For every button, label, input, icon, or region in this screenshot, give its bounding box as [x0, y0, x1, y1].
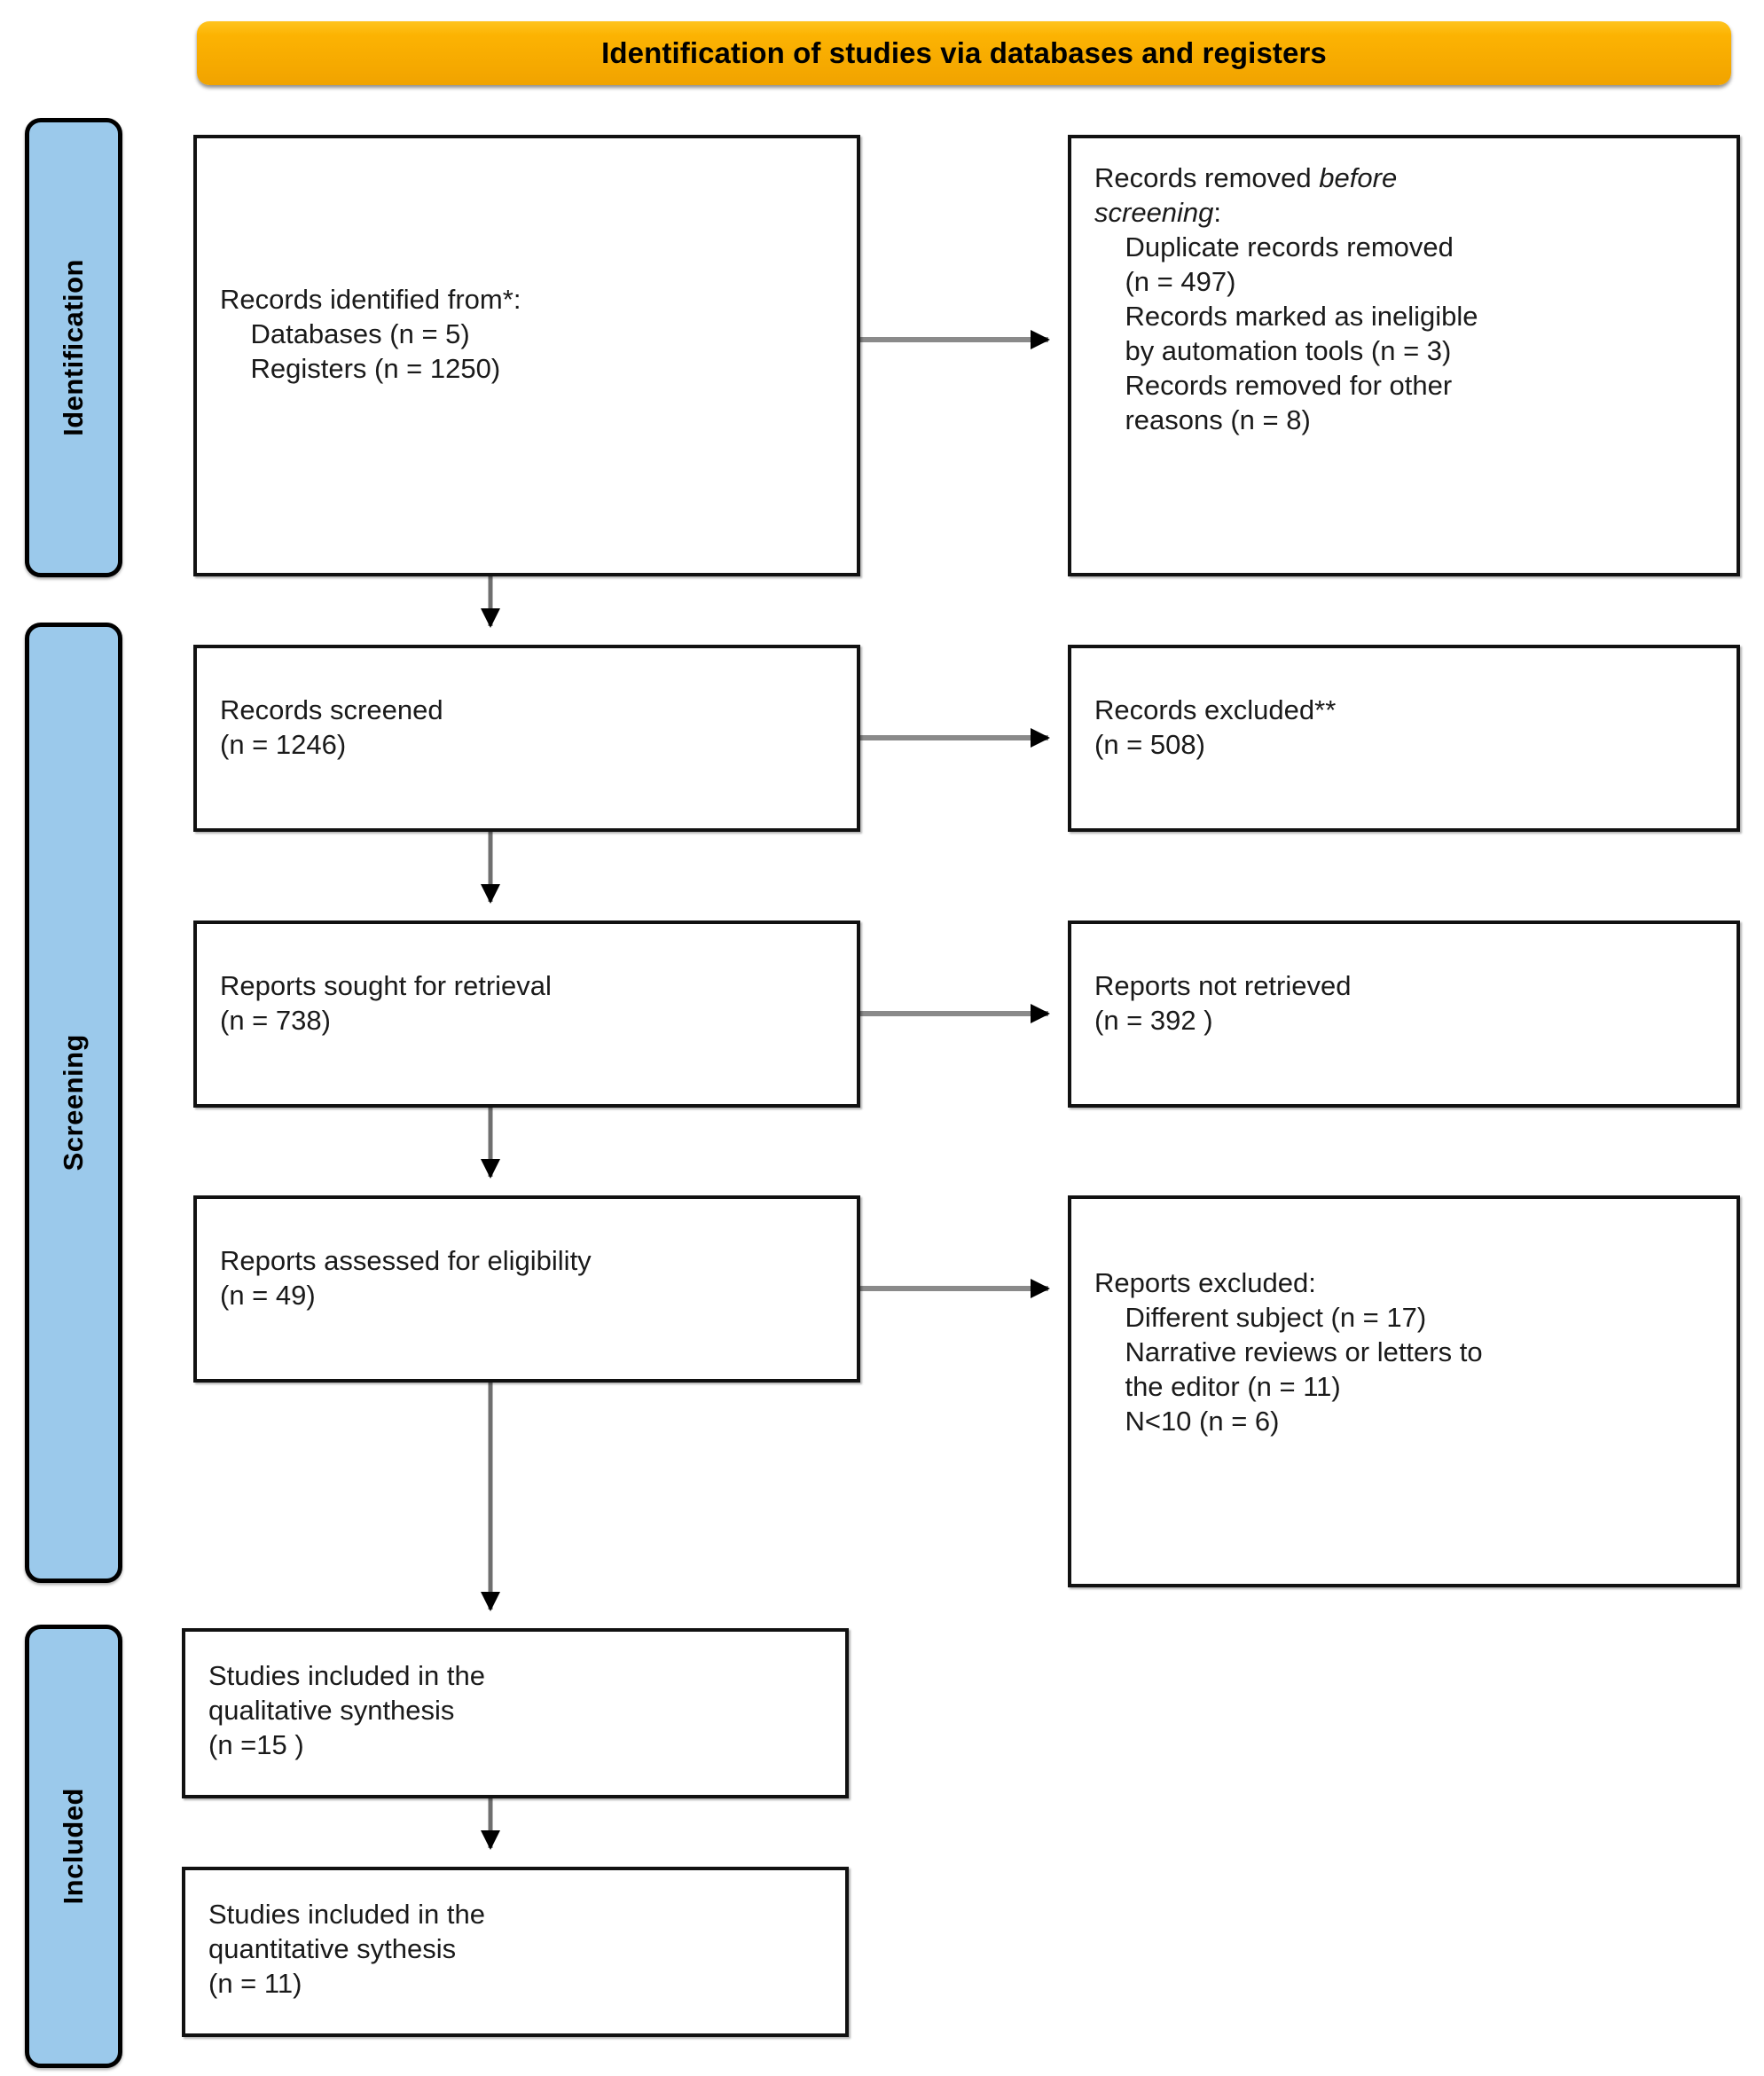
records-excluded-line2: (n = 508)	[1094, 729, 1205, 761]
reports-assessed-line1: Reports assessed for eligibility	[220, 1245, 592, 1276]
records-removed-line7: Records removed for other	[1094, 370, 1453, 402]
node-reports-sought-text: Reports sought for retrieval (n = 738)	[220, 968, 843, 1038]
records-removed-line1a: Records removed	[1094, 162, 1320, 193]
node-studies-qualitative: Studies included in the qualitative synth…	[182, 1628, 849, 1798]
node-records-removed-text: Records removed before screening: Duplica…	[1094, 161, 1722, 437]
stage-label-identification-text: Identification	[58, 259, 89, 436]
diagram-header-banner: Identification of studies via databases …	[197, 21, 1731, 85]
reports-sought-line1: Reports sought for retrieval	[220, 970, 552, 1001]
node-records-identified: Records identified from*: Databases (n =…	[193, 135, 860, 576]
node-records-excluded-text: Records excluded** (n = 508)	[1094, 693, 1722, 762]
quantitative-line1: Studies included in the	[208, 1899, 485, 1930]
stage-label-included-text: Included	[58, 1788, 89, 1905]
records-screened-line1: Records screened	[220, 694, 443, 725]
records-removed-line3: Duplicate records removed	[1094, 231, 1454, 263]
records-identified-line2: Databases (n = 5)	[220, 318, 470, 350]
stage-label-identification: Identification	[25, 118, 122, 577]
node-reports-sought: Reports sought for retrieval (n = 738)	[193, 920, 860, 1108]
quantitative-line2: quantitative sythesis	[208, 1933, 457, 1965]
node-records-removed: Records removed before screening: Duplica…	[1068, 135, 1740, 576]
quantitative-line3: (n = 11)	[208, 1968, 302, 2000]
reports-excluded-line5: N<10 (n = 6)	[1094, 1406, 1280, 1438]
stage-label-screening-text: Screening	[58, 1034, 89, 1171]
qualitative-line2: qualitative synthesis	[208, 1695, 455, 1727]
node-reports-excluded-text: Reports excluded: Different subject (n =…	[1094, 1265, 1722, 1438]
records-removed-line4: (n = 497)	[1094, 266, 1236, 298]
records-removed-line6: by automation tools (n = 3)	[1094, 335, 1452, 367]
records-screened-line2: (n = 1246)	[220, 729, 347, 761]
page-title: Identification of studies via databases …	[601, 36, 1327, 69]
reports-excluded-line3: Narrative reviews or letters to	[1094, 1336, 1483, 1368]
reports-excluded-line2: Different subject (n = 17)	[1094, 1302, 1427, 1334]
records-removed-line1b: before	[1319, 162, 1398, 193]
stage-label-screening: Screening	[25, 623, 122, 1583]
records-excluded-line1: Records excluded**	[1094, 694, 1337, 725]
node-studies-qualitative-text: Studies included in the qualitative synth…	[208, 1658, 831, 1762]
node-records-screened: Records screened (n = 1246)	[193, 645, 860, 832]
records-removed-line2b: screening	[1094, 197, 1214, 229]
node-records-screened-text: Records screened (n = 1246)	[220, 693, 843, 762]
not-retrieved-line1: Reports not retrieved	[1094, 970, 1352, 1001]
node-records-excluded: Records excluded** (n = 508)	[1068, 645, 1740, 832]
node-reports-not-retrieved: Reports not retrieved (n = 392 )	[1068, 920, 1740, 1108]
node-records-identified-text: Records identified from*: Databases (n =…	[220, 282, 843, 386]
reports-excluded-line4: the editor (n = 11)	[1094, 1371, 1341, 1403]
reports-excluded-line1: Reports excluded:	[1094, 1267, 1316, 1298]
records-identified-line3: Registers (n = 1250)	[220, 353, 501, 385]
node-reports-assessed: Reports assessed for eligibility (n = 49)	[193, 1195, 860, 1383]
node-reports-excluded: Reports excluded: Different subject (n =…	[1068, 1195, 1740, 1587]
records-identified-line1: Records identified from*:	[220, 284, 521, 315]
stage-label-included: Included	[25, 1625, 122, 2068]
reports-sought-line2: (n = 738)	[220, 1005, 331, 1037]
qualitative-line3: (n =15 )	[208, 1729, 304, 1761]
reports-assessed-line2: (n = 49)	[220, 1280, 316, 1312]
qualitative-line1: Studies included in the	[208, 1660, 485, 1691]
not-retrieved-line2: (n = 392 )	[1094, 1005, 1213, 1037]
node-reports-not-retrieved-text: Reports not retrieved (n = 392 )	[1094, 968, 1722, 1038]
records-removed-line5: Records marked as ineligible	[1094, 301, 1478, 333]
records-removed-line2a: :	[1213, 197, 1222, 229]
node-reports-assessed-text: Reports assessed for eligibility (n = 49)	[220, 1243, 843, 1312]
records-removed-line8: reasons (n = 8)	[1094, 404, 1311, 436]
